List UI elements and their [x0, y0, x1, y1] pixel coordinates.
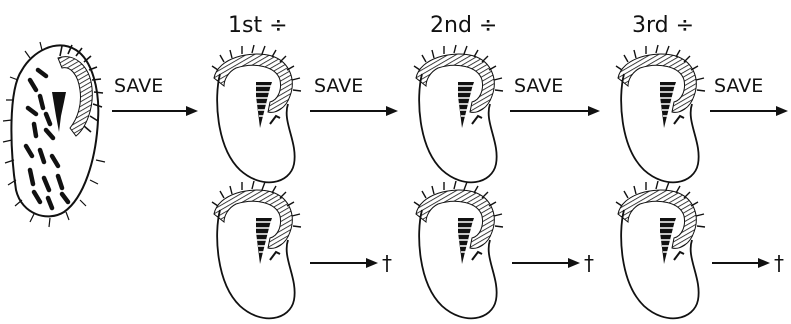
save-label: SAVE	[314, 75, 363, 97]
lost-cell-3	[615, 180, 706, 320]
division-label-3: 3rd ÷	[632, 13, 694, 38]
death-mark: †	[774, 251, 784, 275]
lost-cell-1	[211, 180, 302, 320]
save-label: SAVE	[514, 75, 563, 97]
save-arrow-1: SAVE	[310, 75, 398, 116]
death-mark: †	[584, 251, 594, 275]
division-label-1: 1st ÷	[228, 13, 288, 38]
lost-cell-2	[413, 180, 504, 320]
division-label-2: 2nd ÷	[430, 13, 497, 38]
save-label: SAVE	[114, 75, 163, 97]
ancestral-cell	[2, 41, 106, 228]
saved-cell-1	[211, 44, 302, 184]
death-arrow-2: †	[512, 251, 594, 275]
death-arrow-3: †	[712, 251, 784, 275]
saved-cell-2	[413, 44, 504, 184]
death-arrow-1: †	[310, 251, 392, 275]
save-arrow-0: SAVE	[112, 75, 198, 116]
death-mark: †	[382, 251, 392, 275]
saved-cell-3	[615, 44, 706, 184]
save-label: SAVE	[714, 75, 763, 97]
save-arrow-3: SAVE	[710, 75, 788, 116]
save-arrow-2: SAVE	[510, 75, 600, 116]
